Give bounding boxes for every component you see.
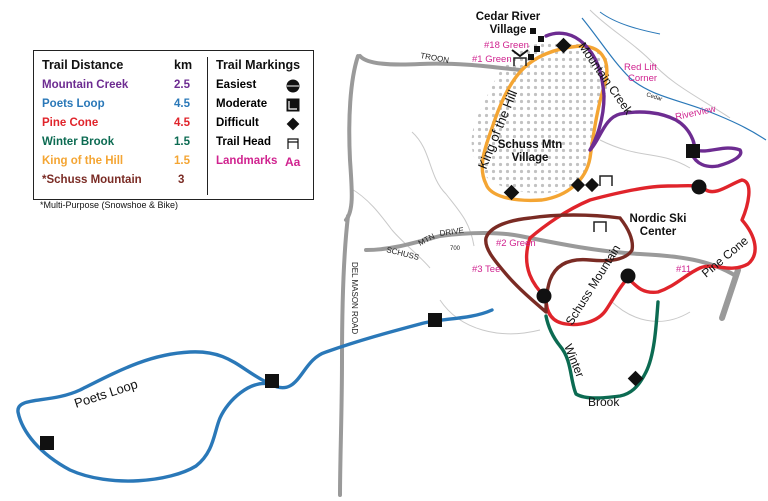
km-heading: km [174,58,193,72]
road-700-label: 700 [450,246,461,252]
black-circle-icon [620,268,636,284]
trail-markings-heading: Trail Markings [216,58,301,72]
cedar-road-label: Cedar [645,92,662,103]
black-diamond-icon [570,177,586,193]
landmark-2-green: #2 Green [496,238,536,249]
legend-divider [207,57,208,195]
nordic-ski-label: Nordic Ski [630,213,687,225]
black-square-icon [40,436,54,450]
schuss-mountain-label: Schuss Mountain [563,242,624,327]
schuss-mountain-trail [484,213,635,314]
legend-trail-pine-cone: Pine Cone [42,117,99,129]
river-branch [599,11,661,35]
black-diamond-icon [503,184,520,201]
nordic-center-label: Center [640,226,677,238]
black-square-icon [428,313,442,327]
trail-head-icon [593,221,607,232]
landmark-red-lift-corner: Corner [628,73,657,84]
black-diamond-icon [584,177,600,193]
legend-km-schuss-mountain: 3 [178,174,185,186]
legend-trail-mountain-creek: Mountain Creek [42,79,129,91]
legend-km-king-of-the-hill: 1.5 [174,155,190,167]
cedar-river [581,17,767,141]
roads [338,54,741,497]
black-circle-icon [691,179,707,195]
legend-landmarks-label: Landmarks [216,155,278,167]
mtn-road-label: MTN [417,232,437,248]
pine-cone-trail [524,178,757,327]
black-diamond-icon [627,370,644,387]
black-diamond-icon [286,117,300,131]
mountain-creek-trail [544,31,743,169]
drive-road-label: DRIVE [439,226,464,238]
schuss-mtn-drive [364,231,738,278]
del-mason-road [338,214,350,497]
legend: Trail Distance km Trail Markings Mountai… [33,50,314,200]
brook-label: Brook [588,395,620,409]
legend-trail-head-label: Trail Head [216,136,271,148]
legend-km-mountain-creek: 2.5 [174,79,190,91]
legend-trail-poets-loop: Poets Loop [42,98,105,110]
black-square-icon [265,374,279,388]
trail-distance-heading: Trail Distance [42,58,124,72]
trail-head-icon [513,57,527,66]
cedar-river-village-label: Village [490,24,527,36]
cedar-river-label: Cedar River [476,11,541,23]
landmark-sample-text: Aa [285,155,301,169]
difficulty-markers [40,37,707,450]
legend-km-poets-loop: 4.5 [174,98,190,110]
legend-trail-king-of-the-hill: King of the Hill [42,155,124,167]
landmark-11: #11 [676,264,691,275]
troon-road-branch [344,54,360,222]
landmark-18-green: #18 Green [484,40,529,51]
legend-moderate-label: Moderate [216,98,268,110]
trail-head-icon [599,175,613,186]
pine-cone-road-end [719,267,741,321]
black-square-icon [286,98,300,112]
multi-purpose-footnote: *Multi-Purpose (Snowshoe & Bike) [40,200,179,210]
schuss-road-label: SCHUSS [386,245,421,262]
legend-trail-schuss-mountain: *Schuss Mountain [42,174,142,186]
black-square-icon [686,144,700,158]
ski-slope-area [471,41,611,194]
black-circle-icon [286,79,300,93]
winter-label: Winter [561,342,587,379]
landmark-1-green: #1 Green [472,54,512,65]
legend-easiest-label: Easiest [216,79,257,91]
poets-loop-label: Poets Loop [72,376,139,411]
pine-cone-label: Pine Cone [699,233,751,280]
schuss-mtn-label: Schuss Mtn [498,139,563,151]
del-mason-road-label: DEL MASON ROAD [350,262,359,334]
legend-trail-winter-brook: Winter Brook [42,136,115,148]
legend-km-pine-cone: 4.5 [174,117,190,129]
landmark-red-lift: Red Lift [624,62,657,73]
landmark-3-tee: #3 Tee [472,264,500,275]
troon-road [358,54,522,72]
trail-heads [513,57,613,232]
winter-brook-trail [544,300,660,400]
poets-loop-trail [16,308,494,483]
village-buildings [511,28,544,60]
legend-difficult-label: Difficult [216,117,259,129]
black-circle-icon [536,288,552,304]
schuss-mtn-village-label: Village [512,152,549,164]
contour-lines [349,9,731,335]
legend-km-winter-brook: 1.5 [174,136,190,148]
trail-head-icon [287,138,299,149]
